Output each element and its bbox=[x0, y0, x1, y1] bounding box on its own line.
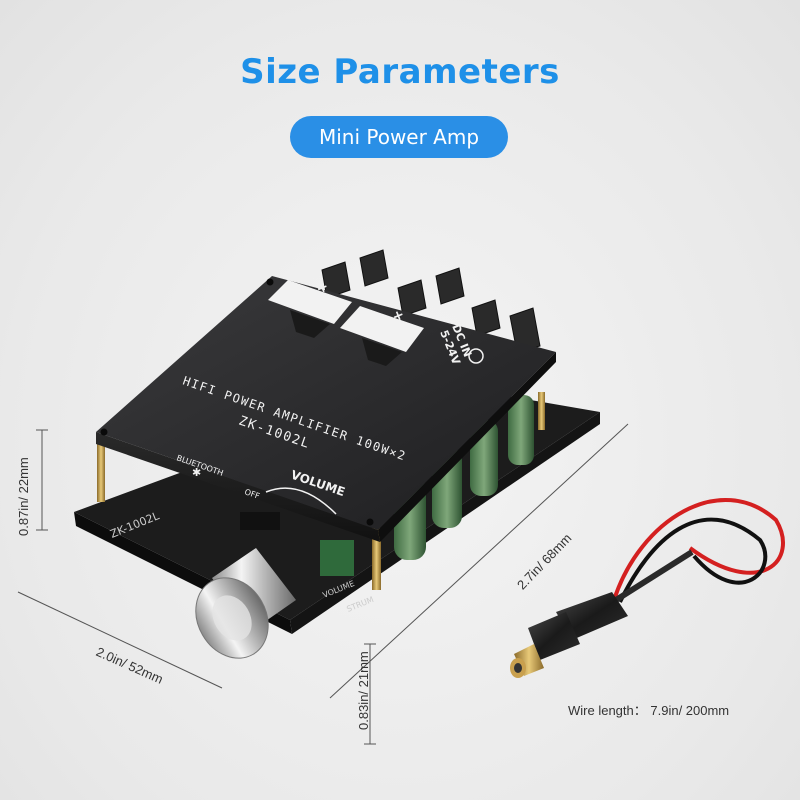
strum-label: STRUM bbox=[345, 595, 375, 614]
heatsink bbox=[321, 249, 541, 353]
height-bottom-dimension: 0.83in/ 21mm bbox=[356, 651, 371, 730]
standoffs bbox=[97, 392, 545, 590]
dimension-lines bbox=[17, 423, 629, 745]
volume-knob bbox=[195, 548, 296, 659]
product-badge: Mini Power Amp bbox=[290, 116, 508, 158]
speaker-terminal-right bbox=[268, 280, 352, 338]
top-pcb: + R - + L - DC IN 5-24V HIFI POWER AMPLI… bbox=[96, 276, 556, 542]
dc-plug bbox=[510, 592, 628, 678]
wire-length-value: 7.9in/ 200mm bbox=[650, 703, 730, 718]
height-top-dimension: 0.87in/ 22mm bbox=[16, 457, 31, 536]
wire-length-row: Wire length： 7.9in/ 200mm bbox=[568, 700, 729, 719]
speaker-terminal-left bbox=[340, 306, 424, 366]
volume-arc-icon bbox=[265, 487, 337, 515]
wire-length-label: Wire length： bbox=[568, 703, 647, 718]
bluetooth-icon: ✱ bbox=[192, 466, 201, 479]
page-title: Size Parameters bbox=[240, 52, 560, 92]
dc-jack-icon bbox=[468, 348, 484, 364]
power-cable bbox=[612, 498, 785, 603]
